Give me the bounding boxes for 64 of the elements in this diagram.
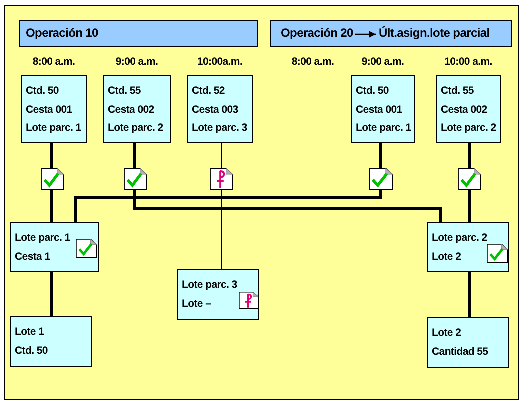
document-pin-icon xyxy=(210,168,233,190)
time-label: 10:00a.m. xyxy=(197,55,243,69)
record-text: Lote parc. 1 xyxy=(15,231,70,246)
connector-line xyxy=(468,190,472,222)
record-text: Cantidad 55 xyxy=(432,344,488,360)
record-text: Lote 2 xyxy=(432,326,462,341)
document-check-icon xyxy=(76,239,97,258)
record-text: Lote parc. 3 xyxy=(182,278,238,293)
operation-label: Operación 20 xyxy=(281,26,354,41)
record-text: Lote parc. 2 xyxy=(108,121,164,136)
time-label: 8:00 a.m. xyxy=(292,55,334,69)
connector-line xyxy=(74,190,382,222)
connector-line xyxy=(134,190,442,222)
record-text: Cesta 001 xyxy=(26,102,72,118)
connector-line xyxy=(50,190,54,222)
document-check-icon xyxy=(124,168,147,190)
record-text: Lote 2 xyxy=(432,250,462,264)
target-label: Últ.asign.lote parcial xyxy=(379,26,490,41)
record-text: Lote parc. 2 xyxy=(441,121,496,136)
record-card xyxy=(351,75,415,143)
record-text: Cesta 1 xyxy=(15,250,50,264)
record-text: Ctd. 50 xyxy=(15,344,48,358)
record-text: Cesta 001 xyxy=(356,102,402,118)
record-text: Ctd. 55 xyxy=(108,84,141,99)
record-text: Ctd. 55 xyxy=(441,84,474,99)
record-text: Ctd. 52 xyxy=(192,84,225,99)
record-card xyxy=(187,75,253,143)
record-card xyxy=(436,75,501,143)
time-label: 9:00 a.m. xyxy=(362,55,404,69)
record-text: Lote parc. 1 xyxy=(356,121,412,136)
record-text: Lote parc. 3 xyxy=(192,121,248,136)
record-text: Ctd. 50 xyxy=(26,84,59,99)
record-card xyxy=(177,269,259,320)
record-text: Lote parc. 2 xyxy=(432,231,488,246)
time-label: 9:00 a.m. xyxy=(116,55,158,69)
time-label: 10:00 a.m. xyxy=(444,55,492,69)
document-check-icon xyxy=(369,168,393,190)
connector-line xyxy=(468,143,472,168)
record-card xyxy=(10,316,92,367)
connector-line xyxy=(50,272,54,316)
operation-band: Operación 10 xyxy=(19,20,258,47)
record-card xyxy=(427,317,509,368)
record-text: Lote – xyxy=(182,296,212,312)
record-card xyxy=(21,75,87,143)
record-text: Cesta 002 xyxy=(108,102,154,118)
connector-line xyxy=(468,272,472,317)
document-check-icon xyxy=(41,168,64,190)
record-card xyxy=(10,222,99,272)
connector-line xyxy=(134,143,136,168)
record-card xyxy=(103,75,171,143)
record-text: Cesta 002 xyxy=(441,102,488,118)
document-pin-icon xyxy=(239,292,259,309)
time-label: 8:00 a.m. xyxy=(32,55,76,69)
record-text: Lote 1 xyxy=(15,325,44,340)
document-check-icon xyxy=(487,244,508,263)
operation-band xyxy=(270,20,512,47)
record-text: Ctd. 50 xyxy=(356,84,389,99)
connector-line xyxy=(50,143,54,168)
arrow xyxy=(355,31,376,38)
document-check-icon xyxy=(458,168,481,190)
record-text: Lote parc. 1 xyxy=(26,121,82,136)
record-text: Cesta 003 xyxy=(192,102,238,118)
connector-line xyxy=(380,143,382,168)
record-card xyxy=(427,222,509,272)
